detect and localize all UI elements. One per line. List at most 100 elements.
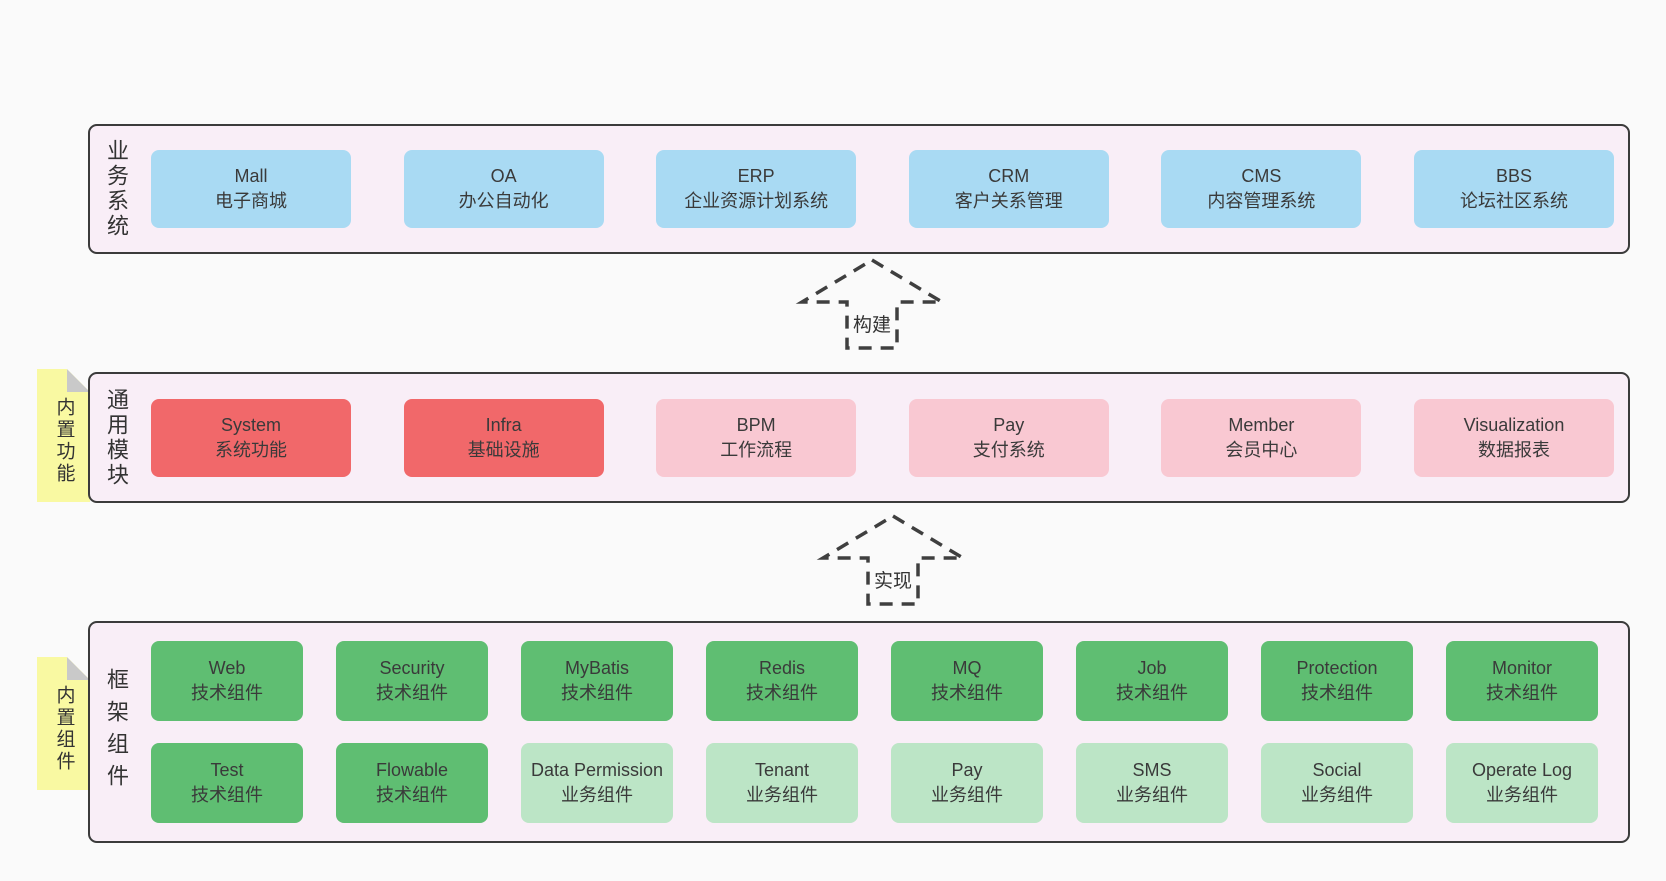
box-description: 业务组件 xyxy=(931,785,1003,805)
sticky-note-built-in-components: 内置组件 xyxy=(37,657,90,790)
box-name: Protection xyxy=(1296,658,1378,678)
box-tenant: Tenant 业务组件 xyxy=(706,743,858,823)
box-name: ERP xyxy=(737,166,775,186)
box-mybatis: MyBatis 技术组件 xyxy=(521,641,673,721)
box-description: 技术组件 xyxy=(931,683,1003,703)
box-description: 电子商城 xyxy=(215,191,287,211)
box-sms: SMS 业务组件 xyxy=(1076,743,1228,823)
box-row: Mall 电子商城 OA 办公自动化 ERP 企业资源计划系统 CRM 客户关系管理 CMS 内容… xyxy=(151,150,1614,228)
box-description: 工作流程 xyxy=(720,439,793,460)
up-arrow-icon xyxy=(816,513,970,606)
box-description: 技术组件 xyxy=(191,683,263,703)
box-description: 技术组件 xyxy=(746,683,818,703)
box-mall: Mall 电子商城 xyxy=(151,150,351,228)
arrow-label: 构建 xyxy=(849,310,895,337)
box-description: 支付系统 xyxy=(972,439,1045,460)
box-bpm: BPM 工作流程 xyxy=(656,398,857,477)
box-infra: Infra 基础设施 xyxy=(403,398,604,477)
box-name: Monitor xyxy=(1491,658,1553,678)
box-social: Social 业务组件 xyxy=(1261,743,1413,823)
section-title: 业务系统 xyxy=(104,139,129,239)
section-title: 框架组件 xyxy=(104,668,129,796)
box-description: 会员中心 xyxy=(1225,439,1298,460)
box-grid: Mall 电子商城 OA 办公自动化 ERP 企业资源计划系统 CRM 客户关系管理 CMS 内容… xyxy=(151,150,1614,228)
up-arrow-build: 构建 xyxy=(792,252,952,352)
box-name: Test xyxy=(210,760,244,780)
section-title: 通用模块 xyxy=(104,387,129,488)
box-name: Security xyxy=(379,658,445,678)
box-description: 技术组件 xyxy=(376,785,448,805)
box-name: MyBatis xyxy=(564,658,629,678)
box-name: Infra xyxy=(485,414,522,435)
box-name: Member xyxy=(1228,414,1295,435)
box-name: Web xyxy=(208,658,246,678)
box-system: System 系统功能 xyxy=(151,398,351,477)
up-arrow-icon xyxy=(795,257,949,350)
box-name: Tenant xyxy=(754,760,810,780)
box-pay: Pay 业务组件 xyxy=(891,743,1043,823)
folded-corner-icon xyxy=(67,369,90,392)
box-description: 业务组件 xyxy=(1301,785,1373,805)
box-name: SMS xyxy=(1132,760,1172,780)
folded-corner-icon xyxy=(67,657,90,680)
box-description: 技术组件 xyxy=(1486,683,1558,703)
box-redis: Redis 技术组件 xyxy=(706,641,858,721)
box-name: Operate Log xyxy=(1471,760,1573,780)
box-name: Social xyxy=(1312,760,1362,780)
box-name: BPM xyxy=(736,414,776,435)
box-description: 办公自动化 xyxy=(458,191,549,211)
box-monitor: Monitor 技术组件 xyxy=(1446,641,1598,721)
sticky-note-built-in-features: 内置功能 xyxy=(37,369,90,502)
box-description: 企业资源计划系统 xyxy=(684,191,829,211)
box-description: 业务组件 xyxy=(746,785,818,805)
box-name: Pay xyxy=(951,760,983,780)
box-test: Test 技术组件 xyxy=(151,743,303,823)
box-description: 业务组件 xyxy=(1116,785,1188,805)
box-description: 客户关系管理 xyxy=(954,191,1063,211)
box-name: Visualization xyxy=(1463,414,1565,435)
box-name: Data Permission xyxy=(530,760,664,780)
box-protection: Protection 技术组件 xyxy=(1261,641,1413,721)
box-description: 技术组件 xyxy=(191,785,263,805)
box-description: 技术组件 xyxy=(561,683,633,703)
box-cms: CMS 内容管理系统 xyxy=(1161,150,1362,228)
up-arrow-implement: 实现 xyxy=(813,508,973,608)
box-name: CRM xyxy=(988,166,1030,186)
box-name: MQ xyxy=(952,658,982,678)
arrow-label: 实现 xyxy=(870,566,916,593)
box-member: Member 会员中心 xyxy=(1161,398,1362,477)
box-name: Mall xyxy=(234,166,268,186)
sticky-note-label: 内置功能 xyxy=(53,396,75,485)
box-mq: MQ 技术组件 xyxy=(891,641,1043,721)
box-description: 系统功能 xyxy=(215,439,287,460)
box-description: 基础设施 xyxy=(467,439,540,460)
box-name: OA xyxy=(490,166,517,186)
box-description: 技术组件 xyxy=(1301,683,1373,703)
box-name: Redis xyxy=(758,658,806,678)
box-name: Job xyxy=(1137,658,1167,678)
box-web: Web 技术组件 xyxy=(151,641,303,721)
box-description: 内容管理系统 xyxy=(1207,191,1316,211)
section-business-systems: 业务系统 Mall 电子商城 OA 办公自动化 ERP 企业资源计划系统 CRM 客户关系管理… xyxy=(88,124,1630,254)
sticky-note-label: 内置组件 xyxy=(53,684,75,773)
box-name: System xyxy=(220,414,281,435)
box-description: 论坛社区系统 xyxy=(1459,191,1568,211)
box-description: 数据报表 xyxy=(1477,439,1550,460)
box-security: Security 技术组件 xyxy=(336,641,488,721)
box-crm: CRM 客户关系管理 xyxy=(908,150,1109,228)
box-name: CMS xyxy=(1241,166,1282,186)
box-description: 技术组件 xyxy=(376,683,448,703)
